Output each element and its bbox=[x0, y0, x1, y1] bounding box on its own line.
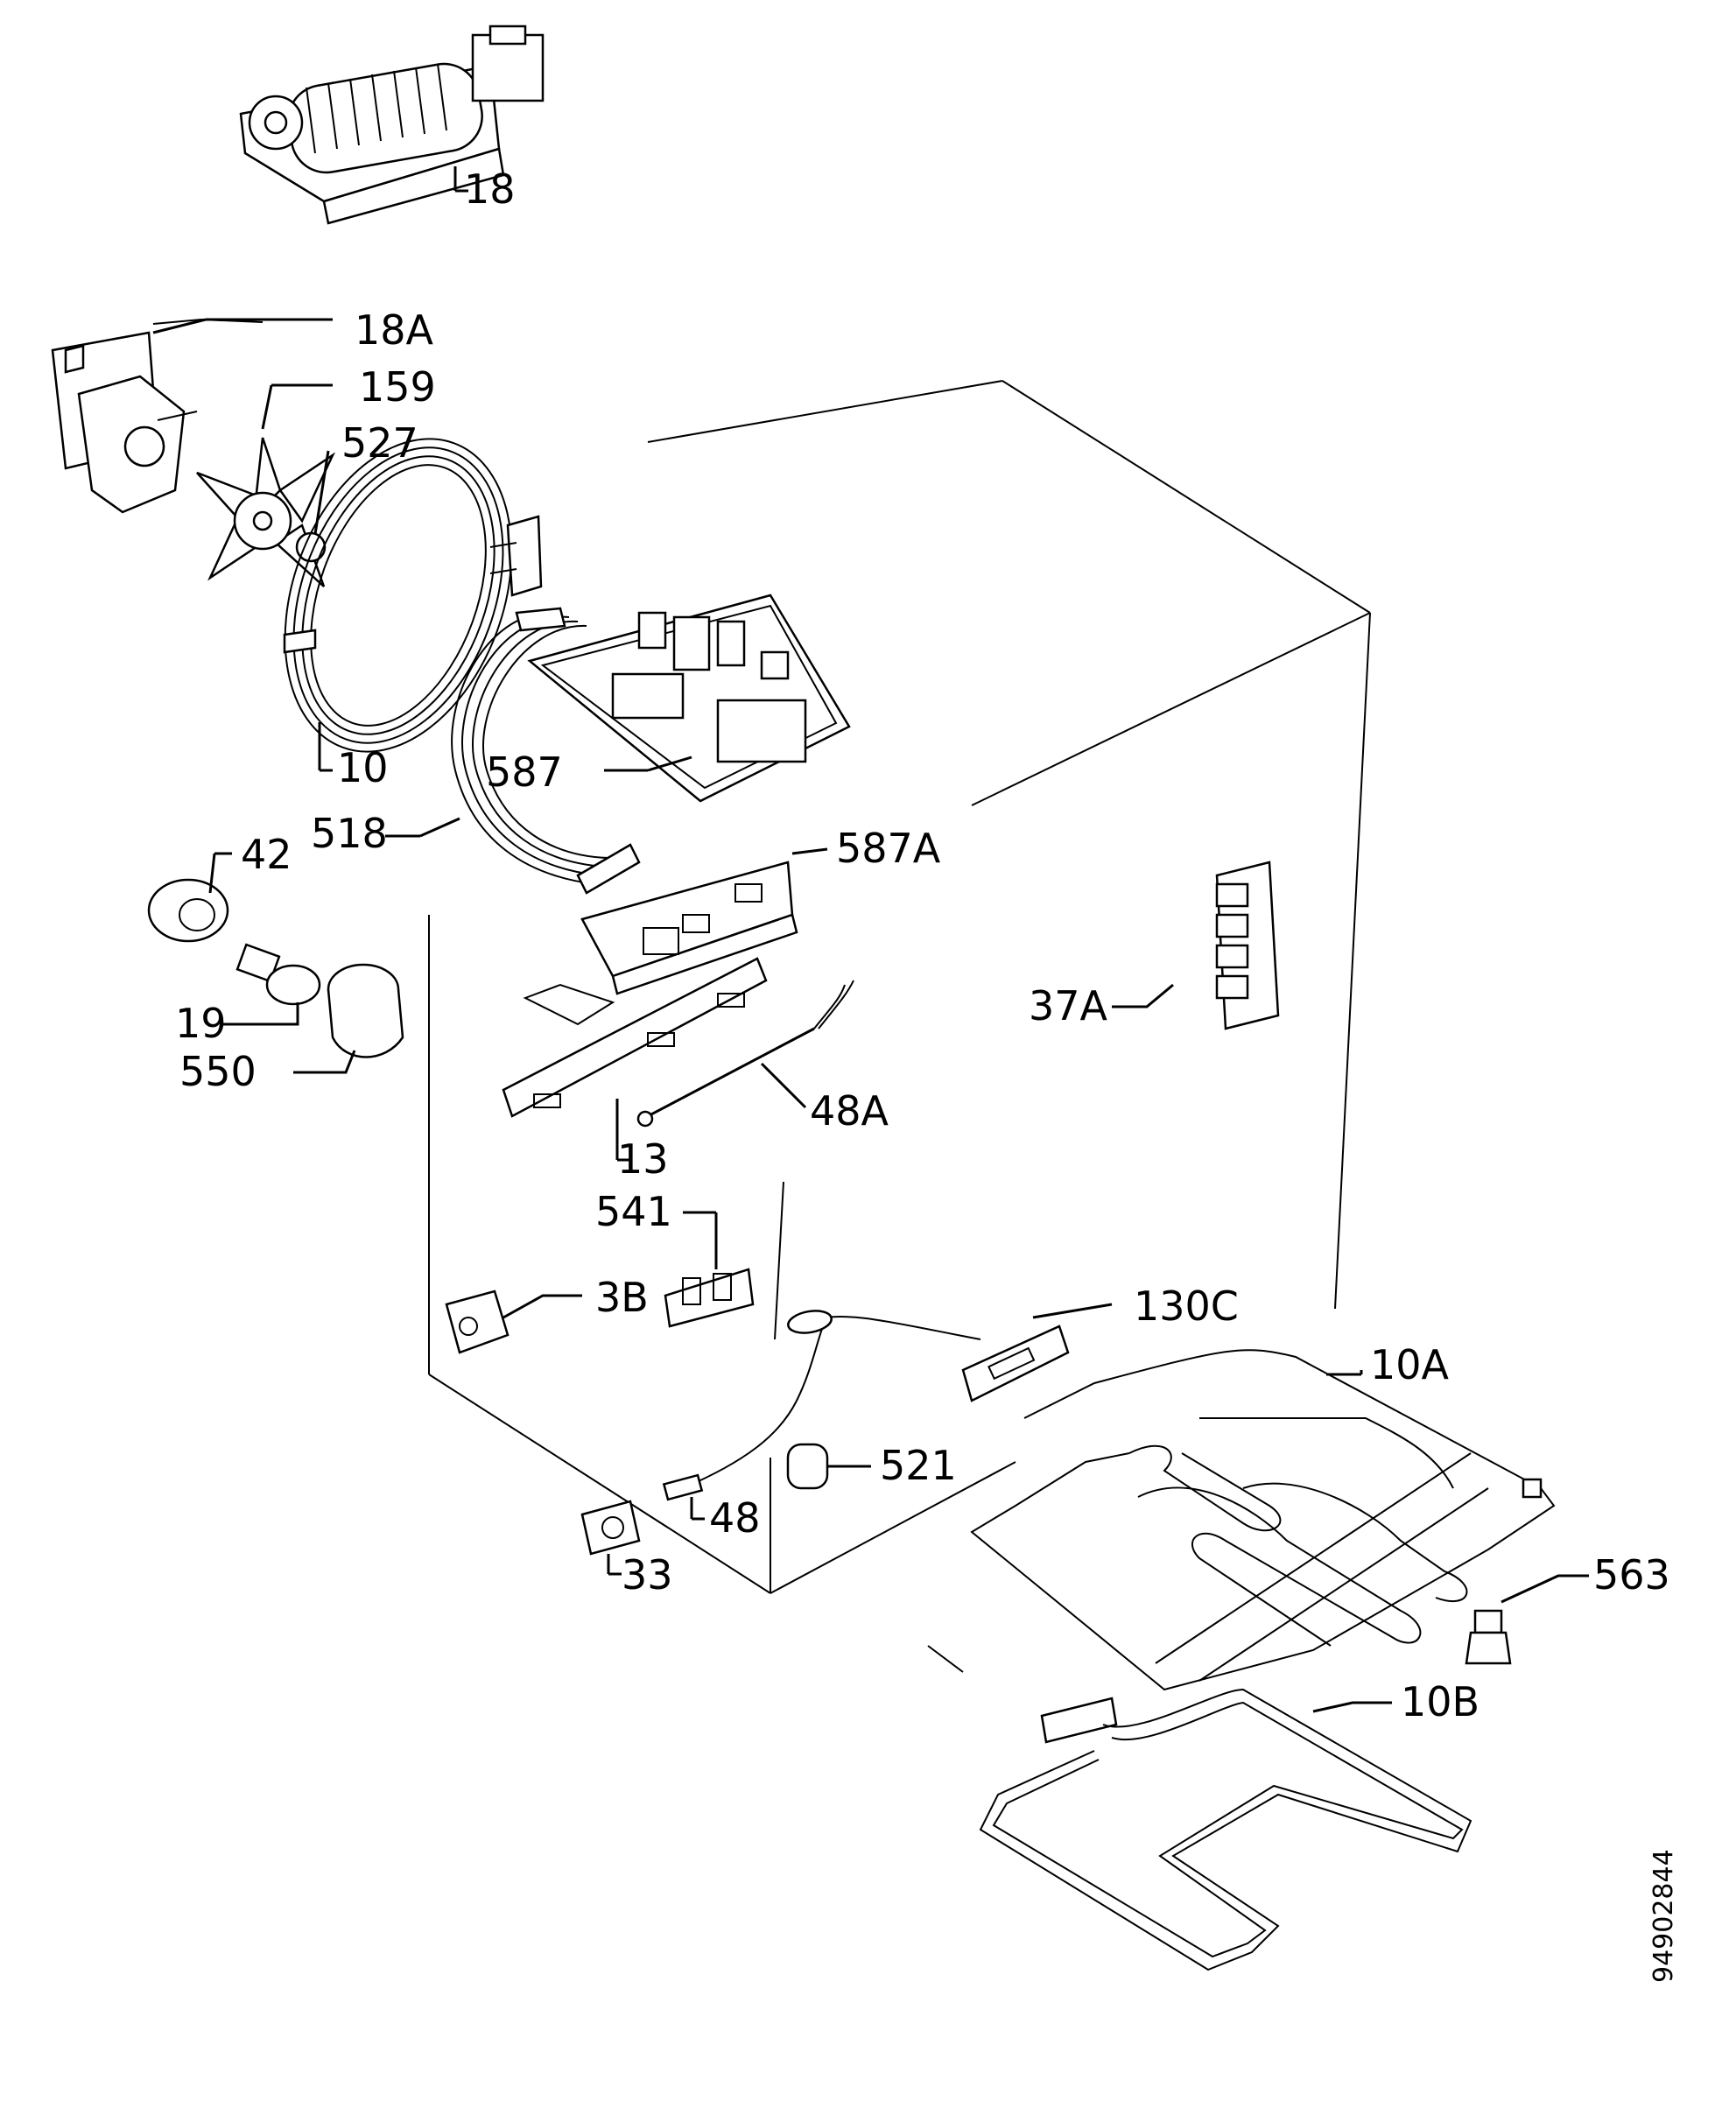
part-541-switch bbox=[664, 1211, 755, 1328]
part-587-control-board bbox=[527, 594, 851, 803]
document-number: 94902844 bbox=[1648, 1849, 1679, 1983]
part-587a-programmer bbox=[580, 847, 828, 995]
label-19: 19 bbox=[175, 1000, 227, 1047]
label-48: 48 bbox=[709, 1494, 761, 1542]
label-37a: 37A bbox=[1029, 982, 1108, 1029]
part-10-circular-element bbox=[283, 438, 543, 772]
part-33-thermostat bbox=[580, 1500, 641, 1576]
part-42-lamp-holder bbox=[147, 852, 232, 943]
part-563-connector bbox=[1465, 1574, 1589, 1665]
part-3b-thermostat bbox=[445, 1289, 582, 1354]
label-130c: 130C bbox=[1134, 1282, 1239, 1330]
part-37a-terminal-block bbox=[1112, 861, 1280, 1030]
label-10b: 10B bbox=[1401, 1678, 1479, 1725]
label-18: 18 bbox=[464, 165, 516, 213]
label-541: 541 bbox=[595, 1188, 672, 1235]
part-10a-grill-element bbox=[970, 1349, 1556, 1691]
label-550: 550 bbox=[179, 1048, 257, 1095]
label-527: 527 bbox=[341, 419, 418, 467]
label-10: 10 bbox=[337, 744, 389, 791]
part-550-lamp-glass bbox=[293, 963, 404, 1074]
part-19-lamp-bulb bbox=[223, 943, 321, 1026]
label-159: 159 bbox=[359, 363, 436, 411]
label-518: 518 bbox=[311, 810, 388, 857]
label-13: 13 bbox=[617, 1135, 669, 1183]
part-13-switch-board bbox=[502, 957, 768, 1162]
label-10a: 10A bbox=[1370, 1341, 1450, 1388]
label-3b: 3B bbox=[595, 1274, 649, 1321]
part-130c-terminal-plate bbox=[961, 1303, 1113, 1402]
part-48-temp-sensor bbox=[662, 1310, 981, 1521]
part-10b-bottom-element bbox=[927, 1645, 1472, 1971]
cabinet-outline bbox=[428, 380, 1371, 1594]
label-48a: 48A bbox=[810, 1087, 889, 1135]
part-labels: 18 18A 159 527 10 587 518 42 587A 19 550… bbox=[175, 165, 1670, 1725]
part-18a-fan-motor bbox=[51, 318, 333, 514]
label-33: 33 bbox=[622, 1551, 673, 1599]
part-518-ribbon-cable bbox=[385, 607, 641, 895]
label-521: 521 bbox=[880, 1442, 957, 1489]
label-563: 563 bbox=[1593, 1551, 1670, 1599]
part-521-clip bbox=[786, 1443, 871, 1490]
part-48a-probe-sensor bbox=[636, 980, 854, 1128]
label-587a: 587A bbox=[836, 825, 941, 872]
label-18a: 18A bbox=[355, 306, 434, 354]
label-587: 587 bbox=[486, 748, 563, 796]
label-42: 42 bbox=[241, 831, 292, 878]
part-18-tangential-fan bbox=[239, 25, 545, 225]
